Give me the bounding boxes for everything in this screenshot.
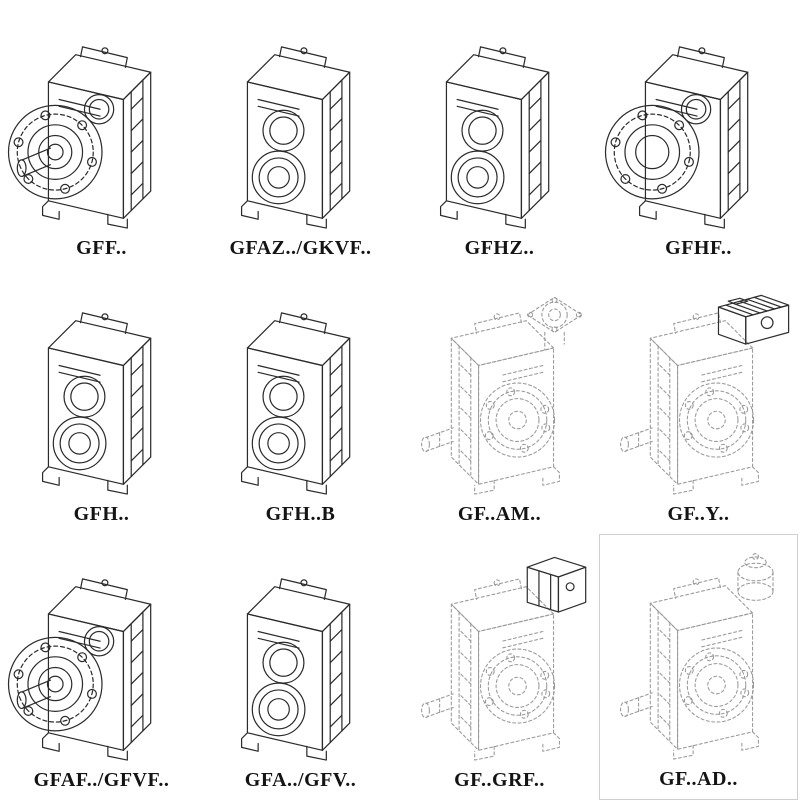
model-label: GFH..B — [265, 503, 336, 525]
catalog-cell-gfhz: GFHZ.. — [400, 2, 599, 268]
catalog-cell-gf-ad: GF..AD.. — [599, 534, 798, 800]
model-label: GFAZ../GKVF.. — [229, 237, 372, 259]
gearbox-drawing-bore — [439, 46, 549, 229]
gearbox-drawing-bore — [240, 312, 350, 495]
catalog-cell-gf-am: GF..AM.. — [400, 268, 599, 534]
model-label: GF..AD.. — [659, 768, 738, 790]
catalog-cell-gf-y: GF..Y.. — [599, 268, 798, 534]
model-label: GFHF.. — [665, 237, 732, 259]
gearbox-drawing-flange-shaft — [7, 578, 151, 761]
catalog-cell-gfa-gfv: GFA../GFV.. — [201, 534, 400, 800]
model-label: GFAF../GFVF.. — [33, 769, 170, 791]
gearbox-drawing-with-motor — [601, 294, 789, 496]
model-label: GFA../GFV.. — [244, 769, 357, 791]
model-label: GF..GRF.. — [454, 769, 545, 791]
gearbox-drawing-bore — [240, 46, 350, 229]
gearbox-drawing-adapter — [601, 553, 774, 761]
model-label: GFHZ.. — [464, 237, 535, 259]
catalog-cell-gfaf-gfvf: GFAF../GFVF.. — [2, 534, 201, 800]
catalog-cell-gff: GFF.. — [2, 2, 201, 268]
gearbox-drawing-input-flange — [402, 296, 582, 496]
gearbox-drawing-flange-hollow — [604, 46, 748, 229]
model-label: GFF.. — [76, 237, 127, 259]
gearbox-drawing-bore — [41, 312, 151, 495]
catalog-cell-gfhf: GFHF.. — [599, 2, 798, 268]
catalog-cell-gfaz-gkvf: GFAZ../GKVF.. — [201, 2, 400, 268]
catalog-cell-gfh: GFH.. — [2, 268, 201, 534]
catalog-cell-gf-grf: GF..GRF.. — [400, 534, 599, 800]
model-label: GF..AM.. — [457, 503, 542, 525]
model-label: GF..Y.. — [667, 503, 730, 525]
gearbox-drawing-bore — [240, 578, 350, 761]
gearbox-drawing-flange-shaft — [7, 46, 151, 229]
catalog-cell-gfh-b: GFH..B — [201, 268, 400, 534]
gearbox-drawing-gearblock — [402, 556, 586, 762]
model-label: GFH.. — [73, 503, 130, 525]
